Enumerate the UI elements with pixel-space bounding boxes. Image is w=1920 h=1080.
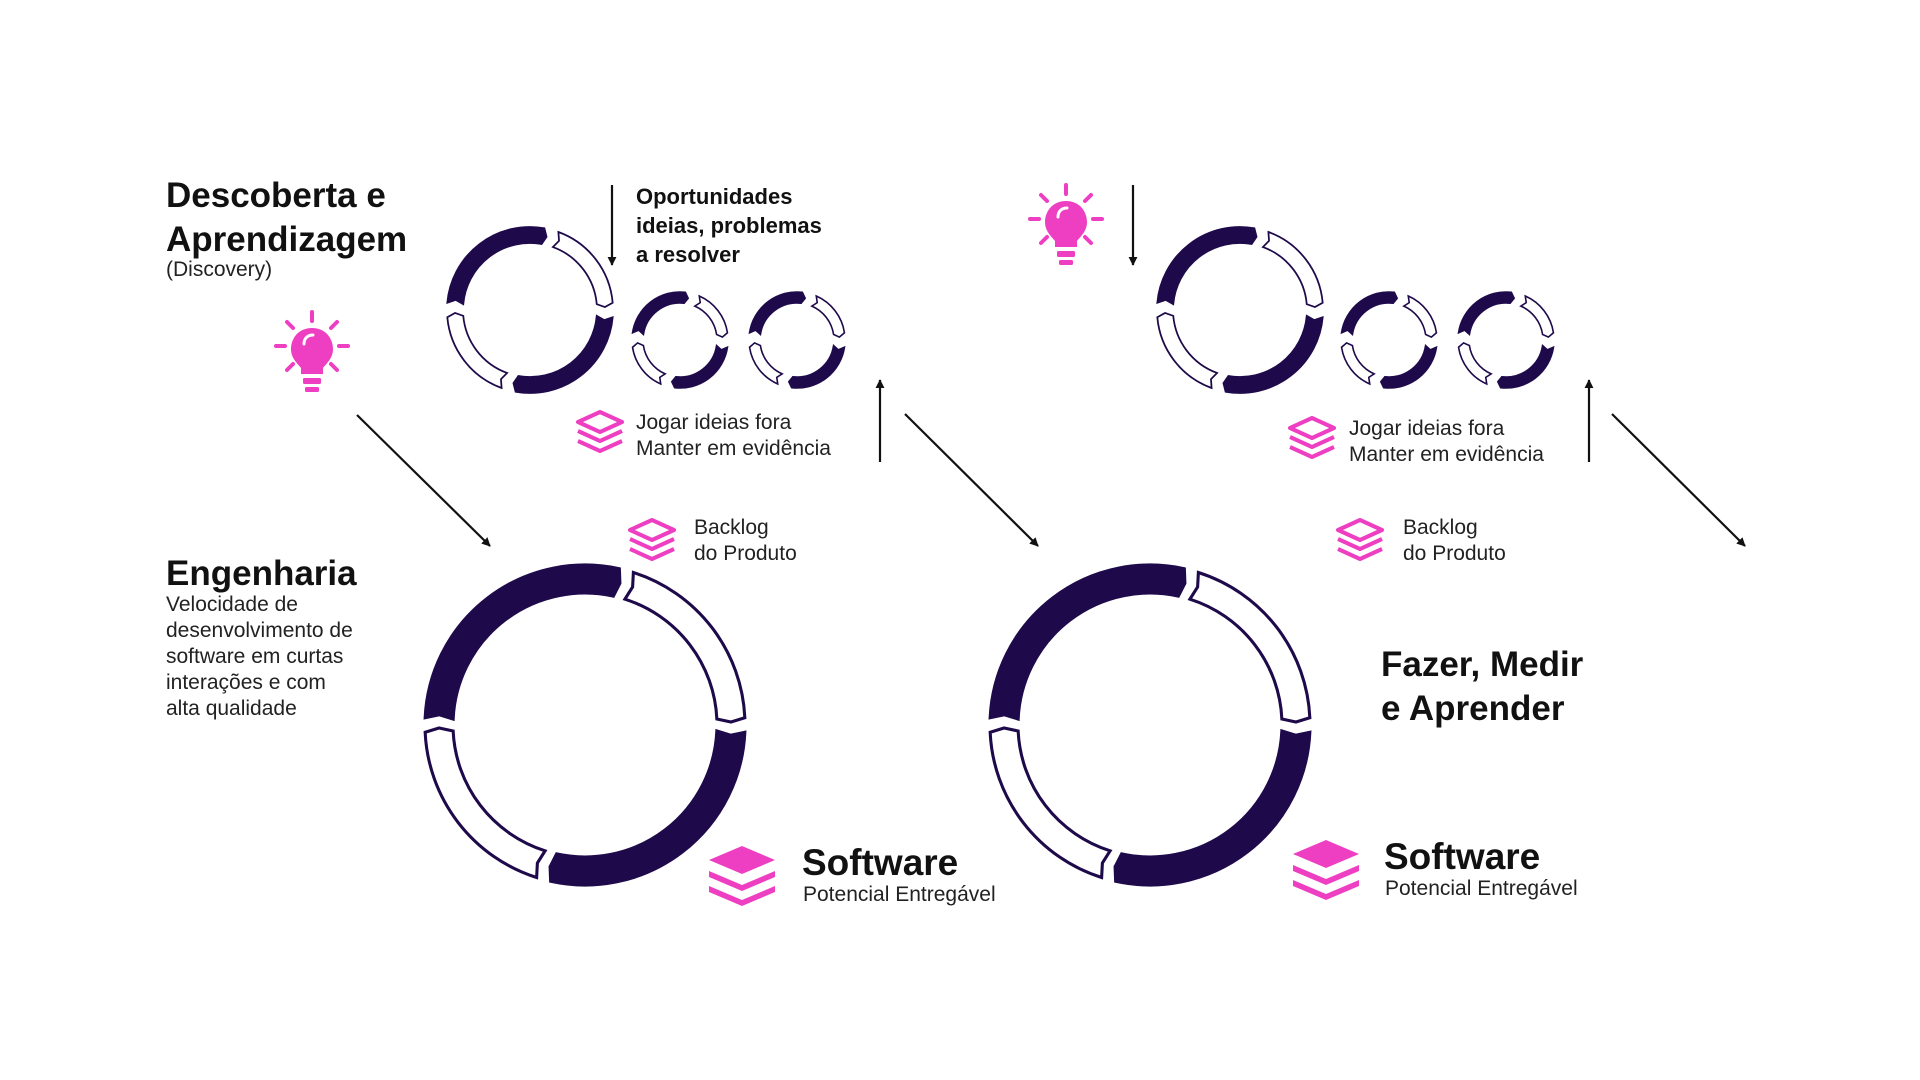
iteration-cycle bbox=[1340, 291, 1438, 389]
iteration-cycle bbox=[1457, 291, 1555, 389]
engineering-desc-line: alta qualidade bbox=[166, 697, 297, 720]
throw-ideas-line: Jogar ideias fora bbox=[636, 411, 792, 434]
software-title: Software bbox=[1384, 836, 1541, 877]
cycle-segment-outline bbox=[551, 230, 614, 309]
backlog-line: Backlog bbox=[1403, 516, 1478, 539]
backlog-line: do Produto bbox=[694, 542, 797, 565]
opportunities-line: Oportunidades bbox=[636, 184, 793, 209]
cycle-segment-filled bbox=[446, 226, 548, 306]
cycle-segment-outline bbox=[1187, 570, 1312, 724]
cycle-segment-outline bbox=[1519, 294, 1555, 339]
backlog-line: do Produto bbox=[1403, 542, 1506, 565]
cycle-segment-outline bbox=[622, 570, 747, 724]
engineering-desc-line: desenvolvimento de bbox=[166, 619, 353, 642]
engineering-desc-line: interações e com bbox=[166, 671, 326, 694]
cycle-segment-filled bbox=[1379, 343, 1438, 389]
throw-ideas-label: Jogar ideias fora Manter em evidência bbox=[1349, 416, 1544, 468]
arrow-icon bbox=[904, 413, 1039, 547]
build-measure-learn-title: Fazer, Medir e Aprender bbox=[1381, 643, 1583, 731]
throw-ideas-line: Manter em evidência bbox=[636, 437, 831, 460]
cycle-segment-filled bbox=[787, 343, 846, 389]
software-subtitle: Potencial Entregável bbox=[803, 883, 996, 906]
layers-icon bbox=[709, 846, 775, 906]
cycle-segment-filled bbox=[512, 314, 614, 394]
discovery-title-line: Aprendizagem bbox=[166, 220, 408, 259]
cycle-segment-outline bbox=[988, 726, 1113, 880]
cycle-segment-outline bbox=[1340, 341, 1376, 386]
iteration-cycle bbox=[988, 563, 1312, 887]
iteration-cycle bbox=[631, 291, 729, 389]
cycle-segment-filled bbox=[423, 563, 622, 722]
cycle-segment-filled bbox=[988, 563, 1187, 722]
backlog-line: Backlog bbox=[694, 516, 769, 539]
discovery-subtitle: (Discovery) bbox=[166, 258, 273, 281]
cycle-segment-filled bbox=[1457, 291, 1516, 337]
arrow-icon bbox=[1611, 413, 1746, 547]
iteration-cycle bbox=[1156, 226, 1324, 394]
cycle-segment-outline bbox=[1156, 311, 1219, 390]
layers-icon bbox=[1336, 518, 1384, 561]
iteration-cycle bbox=[446, 226, 614, 394]
cycle-segment-outline bbox=[631, 341, 667, 386]
iteration-cycle bbox=[423, 563, 747, 887]
software-subtitle: Potencial Entregável bbox=[1385, 877, 1578, 900]
cycle-segment-filled bbox=[631, 291, 690, 337]
layers-icon bbox=[628, 518, 676, 561]
cycle-layer bbox=[274, 183, 1746, 906]
build-measure-line: Fazer, Medir bbox=[1381, 645, 1584, 684]
engineering-desc-line: Velocidade de bbox=[166, 593, 298, 616]
discovery-title: Descoberta e Aprendizagem bbox=[166, 174, 407, 262]
cycle-segment-outline bbox=[748, 341, 784, 386]
discovery-title-line: Descoberta e bbox=[166, 176, 386, 215]
cycle-segment-outline bbox=[1261, 230, 1324, 309]
software-title: Software bbox=[802, 842, 959, 883]
opportunities-line: a resolver bbox=[636, 242, 740, 267]
cycle-segment-outline bbox=[423, 726, 548, 880]
backlog-label: Backlog do Produto bbox=[694, 515, 797, 567]
cycle-segment-filled bbox=[1496, 343, 1555, 389]
layers-icon bbox=[576, 410, 624, 453]
cycle-segment-filled bbox=[1113, 728, 1312, 887]
throw-ideas-line: Manter em evidência bbox=[1349, 443, 1544, 466]
opportunities-label: Oportunidades ideias, problemas a resolv… bbox=[636, 182, 822, 269]
lightbulb-icon bbox=[1028, 183, 1104, 267]
engineering-desc-line: software em curtas bbox=[166, 645, 344, 668]
cycle-segment-filled bbox=[670, 343, 729, 389]
iteration-cycle bbox=[748, 291, 846, 389]
engineering-title: Engenharia bbox=[166, 554, 357, 593]
cycle-segment-filled bbox=[548, 728, 747, 887]
backlog-label: Backlog do Produto bbox=[1403, 515, 1506, 567]
cycle-segment-filled bbox=[748, 291, 807, 337]
cycle-segment-outline bbox=[446, 311, 509, 390]
cycle-segment-outline bbox=[1457, 341, 1493, 386]
cycle-segment-filled bbox=[1156, 226, 1258, 306]
throw-ideas-label: Jogar ideias fora Manter em evidência bbox=[636, 410, 831, 462]
cycle-segment-outline bbox=[1402, 294, 1438, 339]
cycle-segment-outline bbox=[810, 294, 846, 339]
lightbulb-icon bbox=[274, 310, 350, 394]
opportunities-line: ideias, problemas bbox=[636, 213, 822, 238]
build-measure-line: e Aprender bbox=[1381, 689, 1565, 728]
layers-icon bbox=[1293, 840, 1359, 900]
cycle-segment-outline bbox=[693, 294, 729, 339]
arrow-icon bbox=[356, 414, 491, 547]
cycle-segment-filled bbox=[1222, 314, 1324, 394]
cycle-segment-filled bbox=[1340, 291, 1399, 337]
engineering-description: Velocidade de desenvolvimento de softwar… bbox=[166, 592, 353, 722]
layers-icon bbox=[1288, 416, 1336, 459]
throw-ideas-line: Jogar ideias fora bbox=[1349, 417, 1505, 440]
